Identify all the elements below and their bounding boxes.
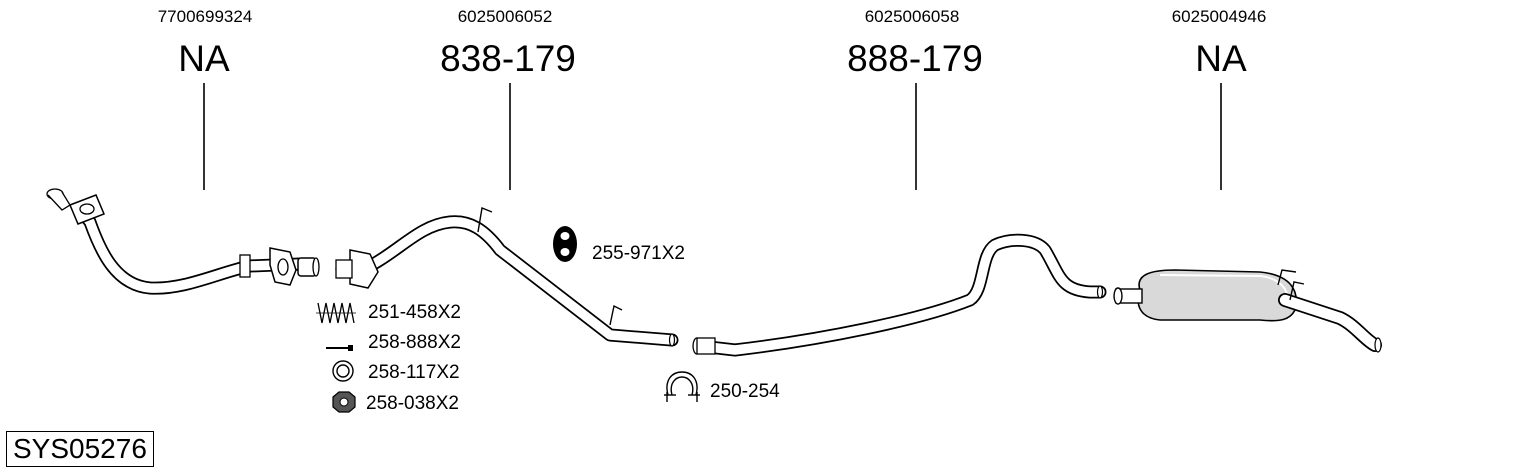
middle-pipe-icon [692, 233, 1107, 357]
oem-number-2: 6025006052 [457, 7, 553, 26]
part-ref-4: NA [1195, 38, 1247, 79]
oem-number-1: 7700699324 [157, 7, 253, 26]
accessory-label-spring: 251-458X2 [368, 302, 461, 323]
part-ref-3: 888-179 [847, 38, 983, 79]
nut-icon [332, 391, 356, 413]
clamp-icon [664, 371, 700, 402]
gasket-ring-icon [332, 360, 354, 382]
accessory-label-nut: 258-038X2 [366, 393, 459, 414]
accessory-label-clamp: 250-254 [710, 381, 780, 402]
part-ref-2: 838-179 [440, 38, 576, 79]
front-pipe-icon [46, 188, 320, 295]
accessory-label-gasket: 258-117X2 [368, 362, 460, 383]
rubber-hanger-icon [553, 226, 577, 262]
part-ref-1: NA [178, 38, 230, 79]
intermediate-pipe-icon [335, 207, 679, 347]
rear-silencer-icon [1113, 269, 1382, 353]
system-id-label: SYS05276 [6, 431, 154, 467]
bolt-icon [326, 345, 353, 351]
oem-number-4: 6025004946 [1171, 7, 1267, 26]
accessory-label-hanger: 255-971X2 [592, 243, 685, 264]
oem-number-3: 6025006058 [864, 7, 960, 26]
accessory-label-bolt: 258-888X2 [368, 332, 461, 353]
spring-icon [316, 302, 356, 324]
